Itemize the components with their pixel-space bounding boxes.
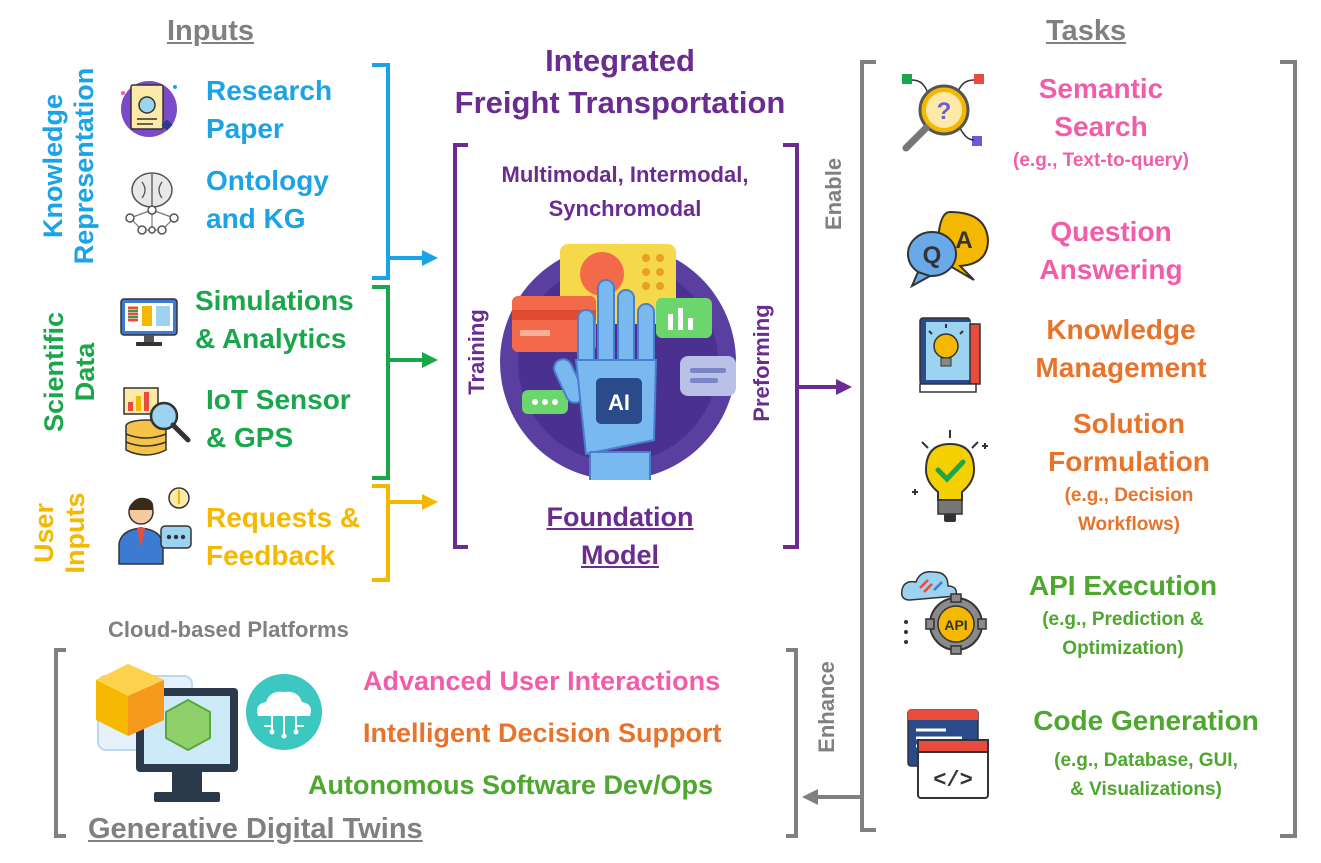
twin-decision-support: Intelligent Decision Support <box>363 718 722 748</box>
enable-label: Enable <box>821 157 846 231</box>
scientific-bracket <box>372 285 390 480</box>
input-requests-feedback: Requests &Feedback <box>206 502 361 571</box>
tasks-right-bracket <box>1280 60 1297 838</box>
user-bracket <box>372 484 390 582</box>
enhance-label: Enhance <box>814 661 839 753</box>
twins-left-bracket <box>54 648 66 838</box>
inputs-header: Inputs <box>167 15 254 47</box>
svg-text:A: A <box>955 227 972 254</box>
user-arrow <box>388 494 438 510</box>
twins-right-bracket <box>786 648 798 838</box>
knowledge-arrow <box>388 250 438 266</box>
scientific-arrow <box>388 352 438 368</box>
task-api-execution: API Execution (e.g., Prediction & Optimi… <box>1028 570 1218 659</box>
qa-bubbles-icon: A Q <box>907 210 990 289</box>
lightbulb-check-icon <box>912 430 988 522</box>
model-left-bracket <box>453 143 468 549</box>
api-gear-icon: API <box>900 570 987 655</box>
svg-text:?: ? <box>937 98 952 125</box>
model-right-bracket <box>783 143 799 549</box>
magnifier-question-icon: ? <box>902 74 984 152</box>
ai-hand-illustration: AI <box>500 244 736 480</box>
input-iot-sensor: IoT Sensor& GPS <box>206 384 351 453</box>
tasks-header: Tasks <box>1046 15 1127 47</box>
input-simulations: Simulations& Analytics <box>195 285 354 354</box>
enhance-arrow <box>802 789 862 805</box>
output-arrow <box>797 379 852 395</box>
code-window-icon: </> <box>907 709 989 799</box>
book-bulb-icon <box>919 317 981 393</box>
svg-text:</>: </> <box>933 768 973 793</box>
preforming-label: Preforming <box>749 304 774 422</box>
knowledge-bracket <box>372 63 390 280</box>
tasks-left-bracket <box>860 60 876 832</box>
twin-software-devops: Autonomous Software Dev/Ops <box>308 770 714 800</box>
cloud-platforms-label: Cloud-based Platforms <box>108 617 349 642</box>
user-idea-icon <box>118 487 192 565</box>
dashboard-monitor-icon <box>120 298 178 346</box>
svg-text:Q: Q <box>923 242 942 269</box>
ai-chip-label: AI <box>608 390 630 415</box>
research-paper-icon <box>121 81 177 137</box>
cloud-monitor-illustration <box>96 664 322 802</box>
svg-text:API: API <box>944 617 967 633</box>
brain-network-icon <box>125 172 179 235</box>
modes-label: Multimodal, Intermodal,Synchromodal <box>501 162 749 221</box>
training-label: Training <box>464 309 489 395</box>
database-search-icon <box>123 387 191 456</box>
digital-twins-title: Generative Digital Twins <box>88 813 423 845</box>
twin-advanced-interactions: Advanced User Interactions <box>363 666 721 696</box>
task-code-generation: Code Generation (e.g., Database, GUI, & … <box>1033 705 1259 800</box>
